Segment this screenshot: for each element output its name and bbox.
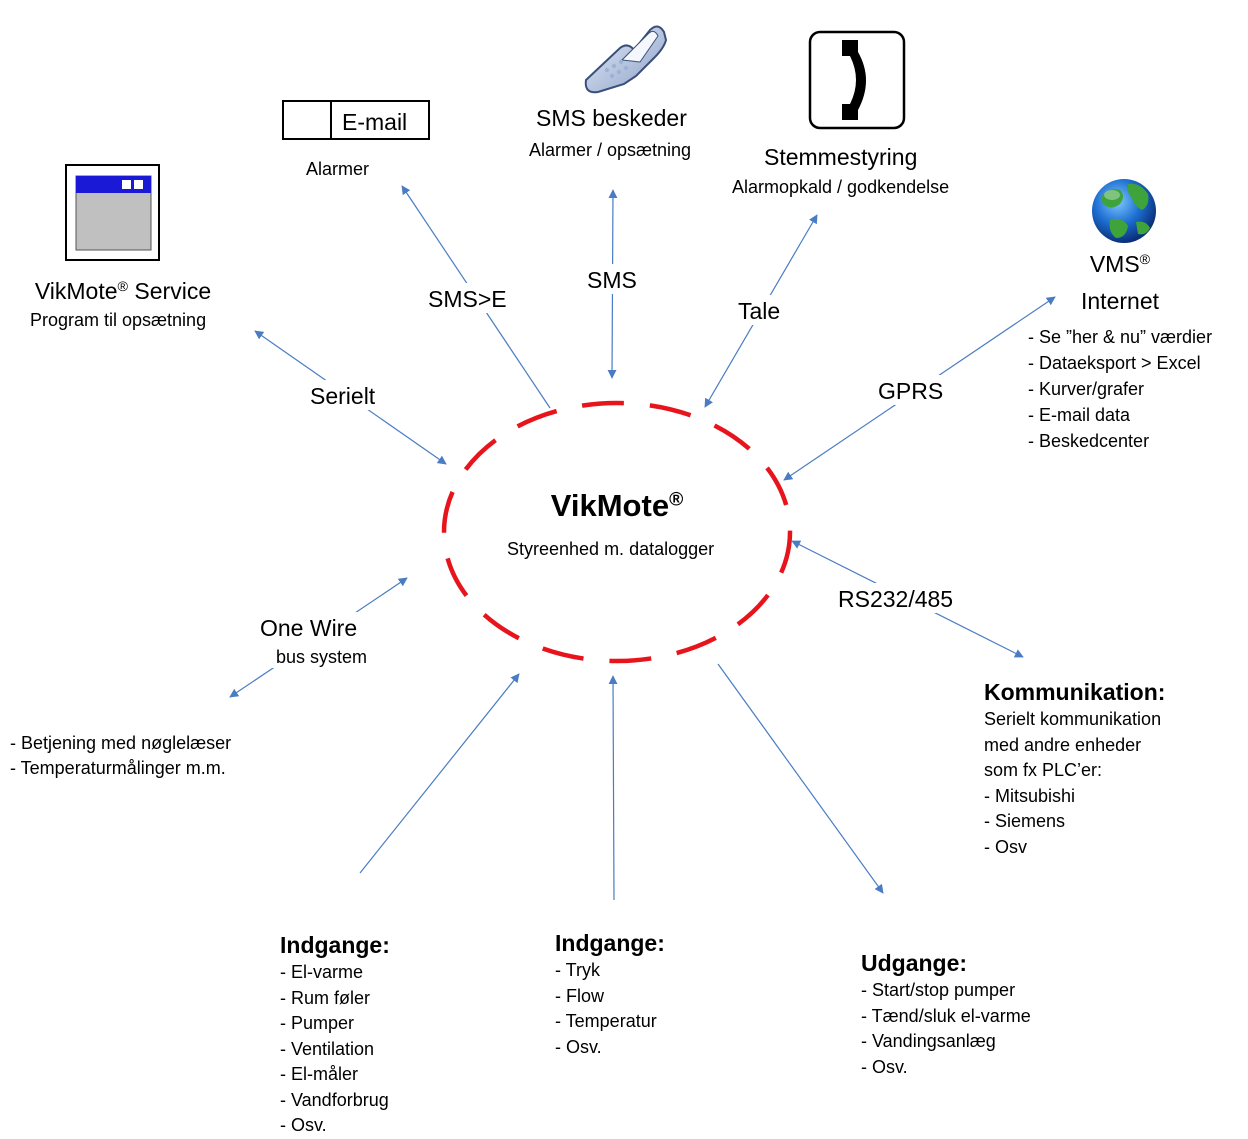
globe-icon	[1092, 179, 1156, 243]
list-item: - Osv	[984, 836, 1027, 857]
list-item: - Tryk	[555, 960, 600, 980]
list-item: - Start/stop pumper	[861, 980, 1016, 1000]
list-item: - Vandforbrug	[280, 1089, 389, 1110]
kommunikation-heading: Kommunikation:	[984, 679, 1166, 705]
list-item: - Rum føler	[280, 987, 370, 1008]
vms-subtitle: Internet	[1081, 288, 1159, 314]
list-item: - Siemens	[984, 811, 1066, 831]
list-item: - Beskedcenter	[1028, 431, 1150, 451]
serielt-label: Serielt	[310, 383, 376, 409]
list-item: som fx PLC’er:	[984, 760, 1103, 780]
list-item: - El-varme	[280, 962, 364, 982]
inputs-mid-heading: Indgange:	[555, 930, 665, 956]
inputs-left-heading: Indgange:	[280, 932, 390, 958]
list-item: - Tænd/sluk el-varme	[861, 1005, 1031, 1026]
list-item: - Se ”her & nu” værdier	[1028, 327, 1213, 347]
list-item: - Vandingsanlæg	[861, 1031, 996, 1051]
sms-subtitle: Alarmer / opsætning	[529, 140, 692, 160]
onewire-title: One Wire	[260, 615, 358, 641]
list-item: - Dataeksport > Excel	[1028, 353, 1201, 373]
outputs-block: Udgange: - Start/stop pumper - Tænd/sluk…	[861, 948, 1031, 1080]
outputs-heading: Udgange:	[861, 950, 968, 976]
inputs-mid-arrow	[608, 675, 618, 901]
email-box-label: E-mail	[342, 109, 408, 135]
list-item: Serielt kommunikation	[984, 709, 1162, 729]
vms-list: - Se ”her & nu” værdier - Dataeksport > …	[1028, 324, 1212, 454]
sms-label: SMS	[587, 267, 637, 293]
list-item: - E-mail data	[1028, 405, 1131, 425]
vms-title: VMS®	[1089, 251, 1151, 277]
sms-title: SMS beskeder	[536, 105, 687, 131]
inputs-mid-block: Indgange: - Tryk - Flow - Temperatur - O…	[555, 928, 665, 1060]
voice-title: Stemmestyring	[764, 144, 918, 170]
rs-label: RS232/485	[838, 586, 954, 612]
list-item: - Osv.	[861, 1056, 908, 1077]
list-item: - Kurver/grafer	[1028, 379, 1145, 399]
center-subtitle: Styreenhed m. datalogger	[507, 539, 715, 559]
email-caption: Alarmer	[306, 159, 370, 179]
tale-label: Tale	[738, 298, 781, 324]
voice-subtitle: Alarmopkald / godkendelse	[732, 177, 950, 197]
list-item: - Temperaturmålinger m.m.	[10, 758, 226, 778]
list-item: - Mitsubishi	[984, 785, 1076, 806]
list-item: - Ventilation	[280, 1038, 375, 1059]
inputs-left-block: Indgange: - El-varme - Rum føler - Pumpe…	[280, 930, 390, 1139]
outputs-arrow	[717, 663, 884, 894]
list-item: - Flow	[555, 985, 604, 1006]
inputs-left-arrow	[359, 673, 520, 874]
kommunikation-block: Kommunikation: Serielt kommunikation med…	[984, 677, 1165, 860]
email-box: E-mail	[282, 100, 430, 140]
service-subtitle: Program til opsætning	[30, 310, 207, 330]
mobile-phone-icon	[584, 25, 668, 94]
list-item: - Osv.	[280, 1115, 327, 1135]
sms-e-label: SMS>E	[428, 286, 507, 312]
telephone-icon	[808, 30, 906, 130]
window-icon	[65, 164, 160, 261]
list-item: med andre enheder	[984, 734, 1142, 755]
controller-ellipse	[441, 400, 793, 664]
list-item: - Temperatur	[555, 1011, 657, 1031]
gprs-label: GPRS	[878, 378, 944, 404]
list-item: - Betjening med nøglelæser	[10, 733, 232, 753]
list-item: - Osv.	[555, 1036, 602, 1057]
onewire-list: - Betjening med nøglelæser - Temperaturm…	[10, 731, 231, 781]
onewire-subtitle: bus system	[276, 647, 368, 667]
center-title: VikMote®	[550, 488, 684, 523]
list-item: - Pumper	[280, 1013, 355, 1033]
service-title: VikMote® Service	[34, 278, 212, 304]
list-item: - El-måler	[280, 1064, 359, 1084]
